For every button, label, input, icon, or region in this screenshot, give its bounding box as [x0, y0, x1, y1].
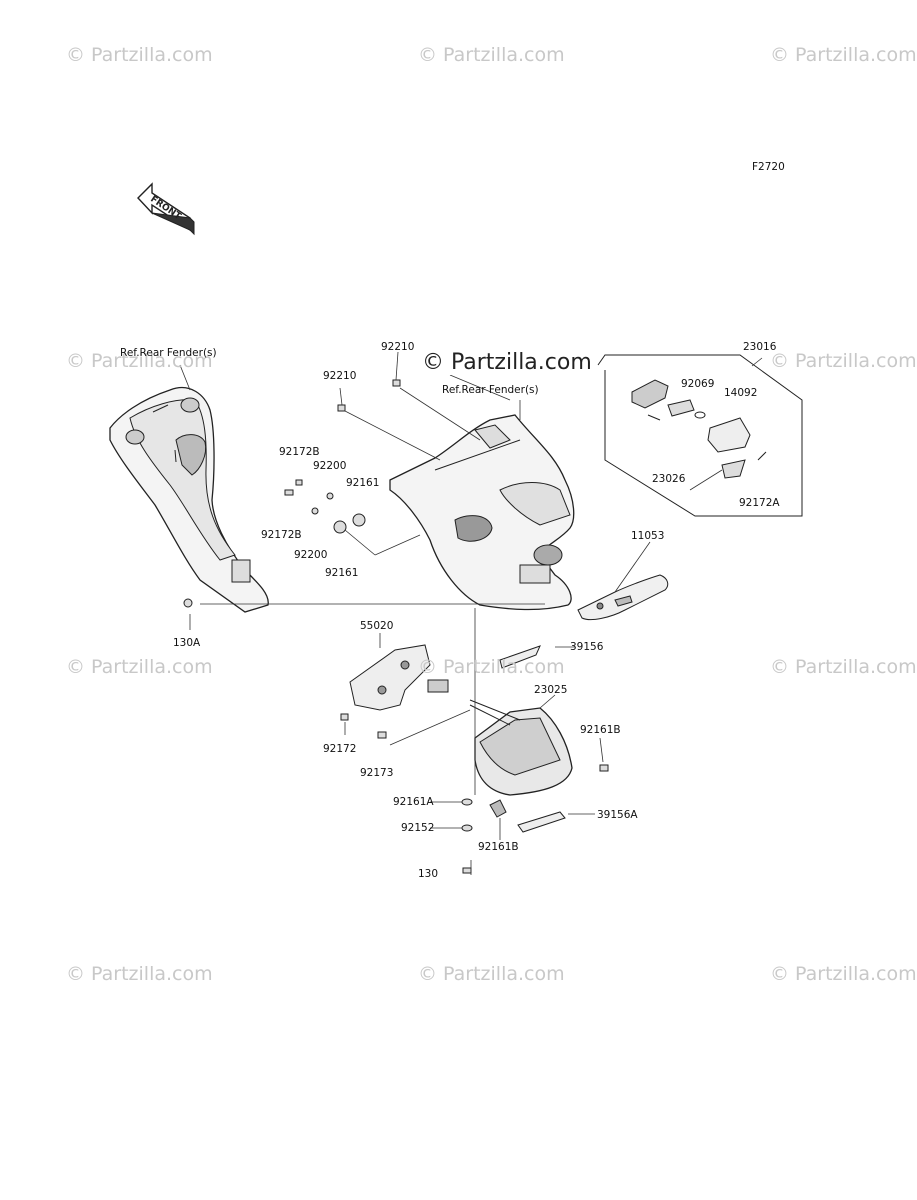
- fastener-hardware-icon: [183, 379, 609, 874]
- part-label: 23016: [743, 341, 777, 353]
- part-label: 23025: [534, 684, 568, 696]
- watermark: © Partzilla.com: [418, 44, 565, 66]
- part-label: 92172: [323, 743, 357, 755]
- watermark: © Partzilla.com: [770, 963, 917, 985]
- part-label: 92210: [381, 341, 415, 353]
- reference-label: Ref.Rear Fender(s): [442, 384, 539, 396]
- part-label: 39156: [570, 641, 604, 653]
- part-label: 92161A: [393, 796, 434, 808]
- part-label: 92152: [401, 822, 435, 834]
- rear-fender-left-part: [109, 386, 269, 613]
- part-label: 92161: [325, 567, 359, 579]
- part-label: 92161B: [580, 724, 621, 736]
- watermark: © Partzilla.com: [66, 44, 213, 66]
- reference-label: Ref.Rear Fender(s): [120, 347, 217, 359]
- part-label: 130: [418, 868, 439, 880]
- part-label: 55020: [360, 620, 394, 632]
- watermark: © Partzilla.com: [66, 963, 213, 985]
- watermark: © Partzilla.com: [770, 350, 917, 372]
- watermark: © Partzilla.com: [418, 656, 565, 678]
- strip-39156-part: [499, 645, 541, 669]
- leader-lines: [179, 351, 763, 875]
- front-direction-arrow-icon: FRONT: [137, 182, 195, 236]
- part-label: 11053: [631, 530, 665, 542]
- watermark: © Partzilla.com: [418, 963, 565, 985]
- part-label: 92200: [313, 460, 347, 472]
- part-label: 92200: [294, 549, 328, 561]
- turn-signal-assembly: [597, 354, 803, 517]
- part-label: 39156A: [597, 809, 638, 821]
- watermark: © Partzilla.com: [66, 350, 213, 372]
- part-label: 92172B: [261, 529, 302, 541]
- center-watermark: © Partzilla.com: [420, 350, 594, 375]
- tail-light-part: [469, 699, 573, 818]
- strip-39156a-part: [517, 811, 566, 833]
- part-label: 92161: [346, 477, 380, 489]
- part-label: 23026: [652, 473, 686, 485]
- part-label: 92069: [681, 378, 715, 390]
- part-label: 92173: [360, 767, 394, 779]
- license-bracket-part: [577, 574, 669, 621]
- watermark: © Partzilla.com: [770, 656, 917, 678]
- part-label: 14092: [724, 387, 758, 399]
- bracket-55020-part: [349, 644, 449, 711]
- part-label: 92210: [323, 370, 357, 382]
- diagram-code: F2720: [752, 161, 785, 173]
- part-label: 92172B: [279, 446, 320, 458]
- rear-fender-center-part: [389, 414, 575, 611]
- part-label: 92161B: [478, 841, 519, 853]
- part-label: 92172A: [739, 497, 780, 509]
- watermark: © Partzilla.com: [770, 44, 917, 66]
- part-label: 130A: [173, 637, 201, 649]
- watermark: © Partzilla.com: [66, 656, 213, 678]
